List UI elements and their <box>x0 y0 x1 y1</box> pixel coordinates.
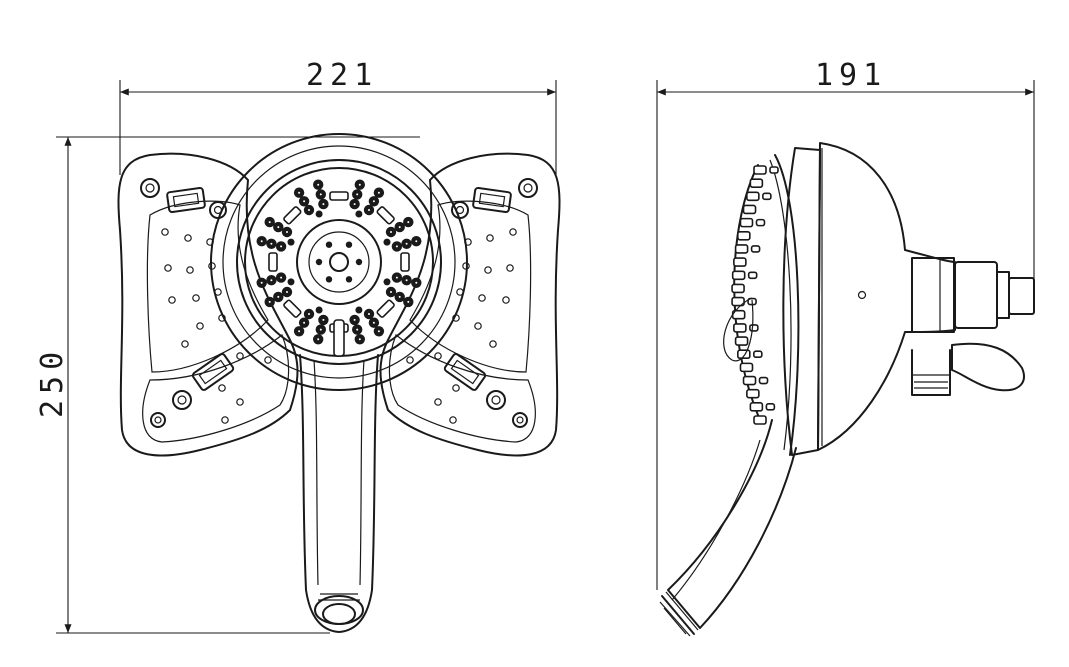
mode-selector-tab <box>333 319 345 357</box>
side-body <box>817 142 956 451</box>
back-plate-inner <box>222 145 456 379</box>
side-hose <box>667 419 797 629</box>
wing-knobs <box>140 178 538 428</box>
diverter-lever <box>951 342 1025 392</box>
hose-thread <box>659 591 699 637</box>
side-faceplate <box>782 147 821 456</box>
left-wing-outline <box>117 152 299 457</box>
dimension-label-221: 221 <box>306 58 378 93</box>
front-view <box>117 133 561 633</box>
spray-face-outer <box>236 159 442 365</box>
side-nozzles <box>731 165 779 425</box>
center-hub-ring <box>296 219 382 305</box>
handle-thread-inner <box>322 603 356 625</box>
dimension-label-250: 250 <box>35 346 70 418</box>
face-nozzles <box>256 179 422 345</box>
dimension-height: 250 <box>35 136 420 634</box>
back-plate-outer <box>210 133 468 391</box>
handle-outline <box>299 354 379 633</box>
dimension-label-191: 191 <box>815 58 887 93</box>
dimension-front-width: 221 <box>119 58 557 175</box>
right-wing-outline <box>379 152 561 457</box>
dimension-side-width: 191 <box>656 58 1035 590</box>
wing-holes <box>161 228 517 424</box>
side-view <box>659 142 1035 637</box>
wing-slots <box>166 186 512 391</box>
side-connector <box>911 257 955 333</box>
